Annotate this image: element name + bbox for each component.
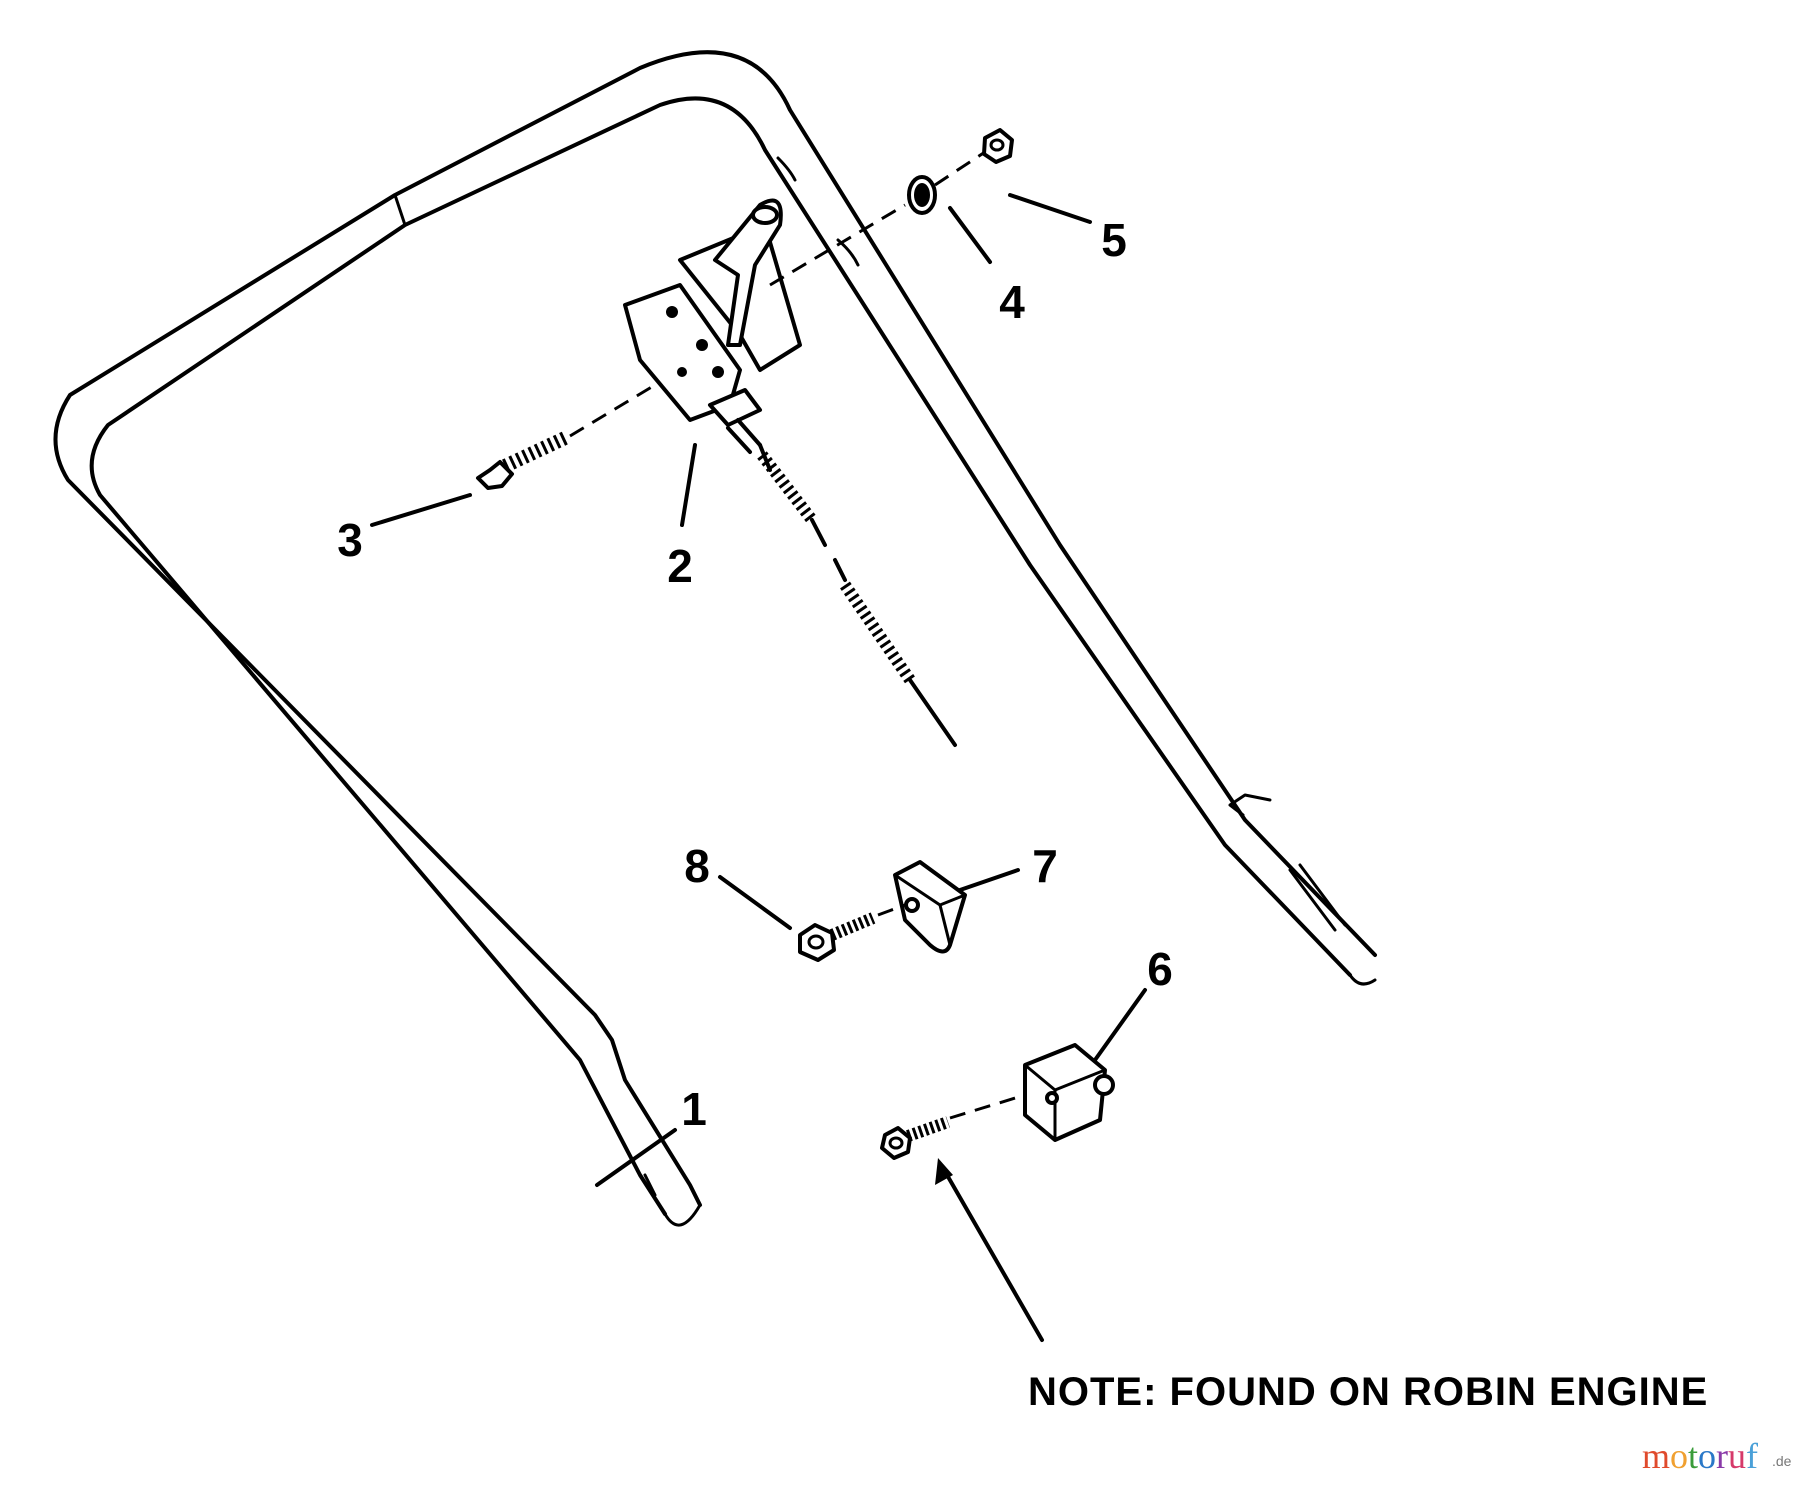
screw-part-8 <box>798 903 906 962</box>
callout-2: 2 <box>667 540 693 592</box>
wm-letter-2: t <box>1688 1436 1698 1476</box>
callout-5: 5 <box>1101 214 1127 266</box>
callout-7: 7 <box>1032 840 1058 892</box>
watermark-suffix: .de <box>1772 1453 1792 1469</box>
dash-line-washer <box>769 203 906 287</box>
leader-lines <box>370 193 1147 1342</box>
leader-note <box>941 1166 1044 1342</box>
cable-clip-part-7 <box>893 860 967 954</box>
leader-8 <box>718 875 792 930</box>
leader-3 <box>370 493 472 527</box>
spacer-block-part-6 <box>1023 1043 1115 1142</box>
dash-line-nut <box>934 150 986 187</box>
callout-6: 6 <box>1147 943 1173 995</box>
callout-8: 8 <box>684 840 710 892</box>
leader-6 <box>1093 988 1147 1062</box>
screw-robin-engine <box>880 1093 1026 1160</box>
wm-letter-6: f <box>1746 1436 1758 1476</box>
leader-1 <box>595 1128 677 1187</box>
callout-4: 4 <box>999 276 1025 328</box>
wm-letter-0: m <box>1642 1436 1670 1476</box>
wm-letter-5: u <box>1728 1436 1746 1476</box>
callout-1: 1 <box>681 1083 707 1135</box>
throttle-control-part-2 <box>623 198 957 747</box>
callout-3: 3 <box>337 514 363 566</box>
leader-5 <box>1008 193 1092 224</box>
leader-7 <box>958 868 1020 892</box>
watermark-logo: motoruf .de <box>1642 1436 1792 1476</box>
note-arrowhead-icon <box>935 1158 953 1185</box>
wm-letter-3: o <box>1698 1436 1716 1476</box>
wm-letter-1: o <box>1670 1436 1688 1476</box>
wm-letter-4: r <box>1716 1436 1728 1476</box>
leader-2 <box>680 443 697 527</box>
leader-4 <box>948 206 992 264</box>
note-text: NOTE: FOUND ON ROBIN ENGINE <box>1028 1370 1708 1414</box>
washer-part-4 <box>907 175 937 215</box>
callout-labels: 1 2 3 4 5 6 7 8 <box>337 214 1173 1135</box>
bolt-part-3 <box>476 383 656 490</box>
nut-part-5 <box>982 128 1014 164</box>
svg-text:motoruf: motoruf <box>1642 1436 1758 1476</box>
handle-part-1 <box>53 50 1377 1227</box>
